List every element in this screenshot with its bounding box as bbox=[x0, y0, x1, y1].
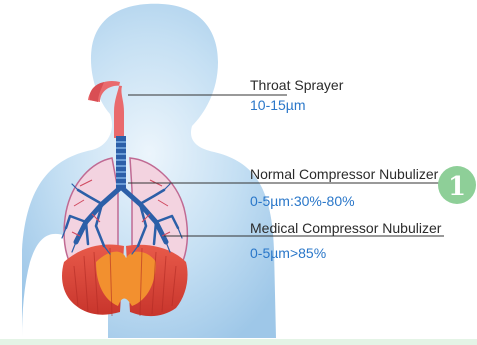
normal-nebulizer-value: 0-5µm:30%-80% bbox=[250, 193, 355, 209]
throat bbox=[88, 81, 124, 138]
trachea bbox=[116, 136, 126, 188]
throat-sprayer-value: 10-15µm bbox=[250, 97, 306, 113]
badge-number: 1 bbox=[448, 172, 466, 202]
medical-nebulizer-title: Medical Compressor Nubulizer bbox=[250, 220, 441, 236]
bottom-strip bbox=[0, 339, 477, 345]
medical-nebulizer-value: 0-5µm>85% bbox=[250, 245, 326, 261]
normal-nebulizer-title: Normal Compressor Nubulizer bbox=[250, 166, 438, 182]
step-badge: 1 bbox=[438, 166, 476, 204]
throat-sprayer-title: Throat Sprayer bbox=[250, 77, 343, 93]
trachea-tube bbox=[116, 136, 126, 188]
